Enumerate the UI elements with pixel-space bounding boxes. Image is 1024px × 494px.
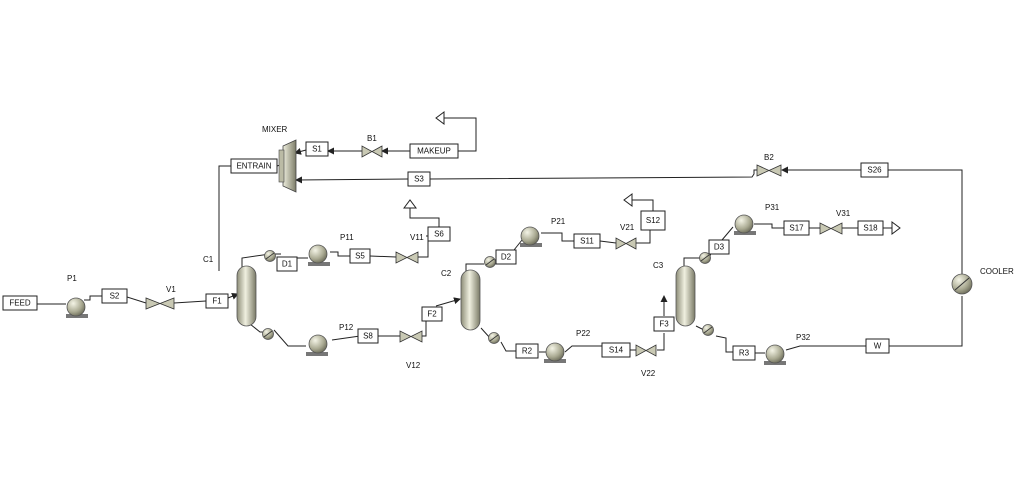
stream-d2[interactable]: D2 bbox=[495, 249, 517, 265]
label-c3: C3 bbox=[653, 261, 664, 270]
equipment-labels: P1 V1 MIXER B1 B2 C1 P11 V11 P12 V12 C2 … bbox=[67, 125, 1014, 378]
condenser-c1[interactable] bbox=[264, 250, 276, 262]
stream-r3[interactable]: R3 bbox=[732, 345, 756, 361]
column-c1[interactable] bbox=[236, 265, 257, 327]
label-cooler: COOLER bbox=[980, 267, 1014, 276]
svg-text:F1: F1 bbox=[212, 297, 222, 306]
svg-text:R2: R2 bbox=[522, 347, 533, 356]
valve-v31[interactable] bbox=[819, 222, 843, 235]
valve-v11[interactable] bbox=[395, 251, 419, 264]
svg-text:D1: D1 bbox=[282, 260, 293, 269]
stream-makeup[interactable]: MAKEUP bbox=[409, 143, 459, 159]
makeup-source-arrow bbox=[435, 111, 445, 125]
label-c1: C1 bbox=[203, 255, 214, 264]
label-v1: V1 bbox=[166, 285, 176, 294]
svg-text:S18: S18 bbox=[863, 224, 878, 233]
condenser-c2[interactable] bbox=[484, 256, 496, 268]
pump-p31[interactable] bbox=[734, 214, 756, 235]
label-p11: P11 bbox=[340, 233, 354, 242]
svg-text:S2: S2 bbox=[110, 292, 120, 301]
svg-text:F2: F2 bbox=[427, 310, 437, 319]
label-c2: C2 bbox=[441, 269, 452, 278]
stream-s8[interactable]: S8 bbox=[357, 328, 379, 344]
stream-w[interactable]: W bbox=[865, 338, 890, 354]
column-c3[interactable] bbox=[675, 265, 696, 327]
svg-text:F3: F3 bbox=[659, 320, 669, 329]
stream-s6[interactable]: S6 bbox=[427, 226, 451, 242]
label-p21: P21 bbox=[551, 217, 566, 226]
svg-text:W: W bbox=[874, 342, 882, 351]
stream-r2[interactable]: R2 bbox=[515, 343, 539, 359]
condenser-c3[interactable] bbox=[699, 252, 711, 264]
svg-text:D2: D2 bbox=[501, 253, 512, 262]
svg-text:S6: S6 bbox=[434, 230, 444, 239]
label-v11: V11 bbox=[410, 233, 424, 242]
stream-s5[interactable]: S5 bbox=[349, 248, 371, 264]
stream-s2[interactable]: S2 bbox=[101, 288, 128, 304]
stream-s26[interactable]: S26 bbox=[860, 162, 889, 178]
stream-lines bbox=[37, 117, 963, 354]
stream-entrain[interactable]: ENTRAIN bbox=[230, 158, 278, 174]
reboiler-c3[interactable] bbox=[702, 324, 714, 336]
stream-f3[interactable]: F3 bbox=[653, 316, 675, 332]
stream-s14[interactable]: S14 bbox=[601, 342, 631, 358]
stream-s11[interactable]: S11 bbox=[573, 233, 601, 249]
valve-b2[interactable] bbox=[756, 164, 782, 177]
label-p31: P31 bbox=[765, 203, 780, 212]
svg-text:S12: S12 bbox=[646, 216, 661, 225]
stream-feed[interactable]: FEED bbox=[2, 295, 38, 311]
svg-text:S11: S11 bbox=[580, 237, 594, 246]
stream-s18[interactable]: S18 bbox=[857, 220, 884, 236]
label-mixer: MIXER bbox=[262, 125, 288, 134]
label-v22: V22 bbox=[641, 369, 656, 378]
reboiler-c1[interactable] bbox=[262, 328, 274, 340]
stream-f1[interactable]: F1 bbox=[205, 293, 229, 309]
label-p32: P32 bbox=[796, 333, 811, 342]
reboiler-c2[interactable] bbox=[488, 332, 500, 344]
pump-p32[interactable] bbox=[764, 344, 786, 365]
label-v21: V21 bbox=[620, 223, 635, 232]
svg-text:ENTRAIN: ENTRAIN bbox=[236, 162, 271, 171]
label-v31: V31 bbox=[836, 209, 851, 218]
label-v12: V12 bbox=[406, 361, 421, 370]
valve-v22[interactable] bbox=[635, 344, 657, 357]
svg-text:R3: R3 bbox=[739, 349, 750, 358]
stream-d1[interactable]: D1 bbox=[276, 256, 298, 272]
svg-text:D3: D3 bbox=[714, 243, 725, 252]
pump-p22[interactable] bbox=[544, 342, 566, 363]
svg-text:S26: S26 bbox=[867, 166, 882, 175]
label-p1: P1 bbox=[67, 274, 77, 283]
stream-s1[interactable]: S1 bbox=[305, 141, 329, 157]
svg-text:S3: S3 bbox=[414, 175, 424, 184]
stream-d3[interactable]: D3 bbox=[708, 239, 730, 255]
mixer-unit[interactable] bbox=[278, 139, 297, 193]
pump-p11[interactable] bbox=[308, 244, 330, 266]
svg-text:S8: S8 bbox=[363, 332, 373, 341]
cooler-unit[interactable] bbox=[951, 273, 973, 295]
column-c2[interactable] bbox=[460, 269, 481, 331]
valve-v12[interactable] bbox=[399, 330, 423, 343]
valve-v21[interactable] bbox=[615, 237, 637, 250]
stream-s12[interactable]: S12 bbox=[640, 210, 666, 231]
svg-text:S1: S1 bbox=[312, 145, 322, 154]
pump-p12[interactable] bbox=[306, 334, 328, 356]
pump-p21[interactable] bbox=[520, 226, 542, 247]
valve-v1[interactable] bbox=[145, 297, 175, 310]
svg-text:S14: S14 bbox=[609, 346, 624, 355]
label-p22: P22 bbox=[576, 329, 591, 338]
svg-text:FEED: FEED bbox=[9, 299, 31, 308]
stream-f2[interactable]: F2 bbox=[421, 306, 443, 322]
stream-s3[interactable]: S3 bbox=[407, 171, 431, 187]
svg-text:S5: S5 bbox=[355, 252, 365, 261]
label-b1: B1 bbox=[367, 134, 377, 143]
label-p12: P12 bbox=[339, 323, 354, 332]
label-b2: B2 bbox=[764, 153, 774, 162]
svg-text:MAKEUP: MAKEUP bbox=[417, 147, 451, 156]
svg-text:S17: S17 bbox=[789, 224, 804, 233]
pump-p1[interactable] bbox=[66, 297, 88, 318]
valve-b1[interactable] bbox=[361, 145, 383, 158]
stream-s17[interactable]: S17 bbox=[783, 220, 810, 236]
